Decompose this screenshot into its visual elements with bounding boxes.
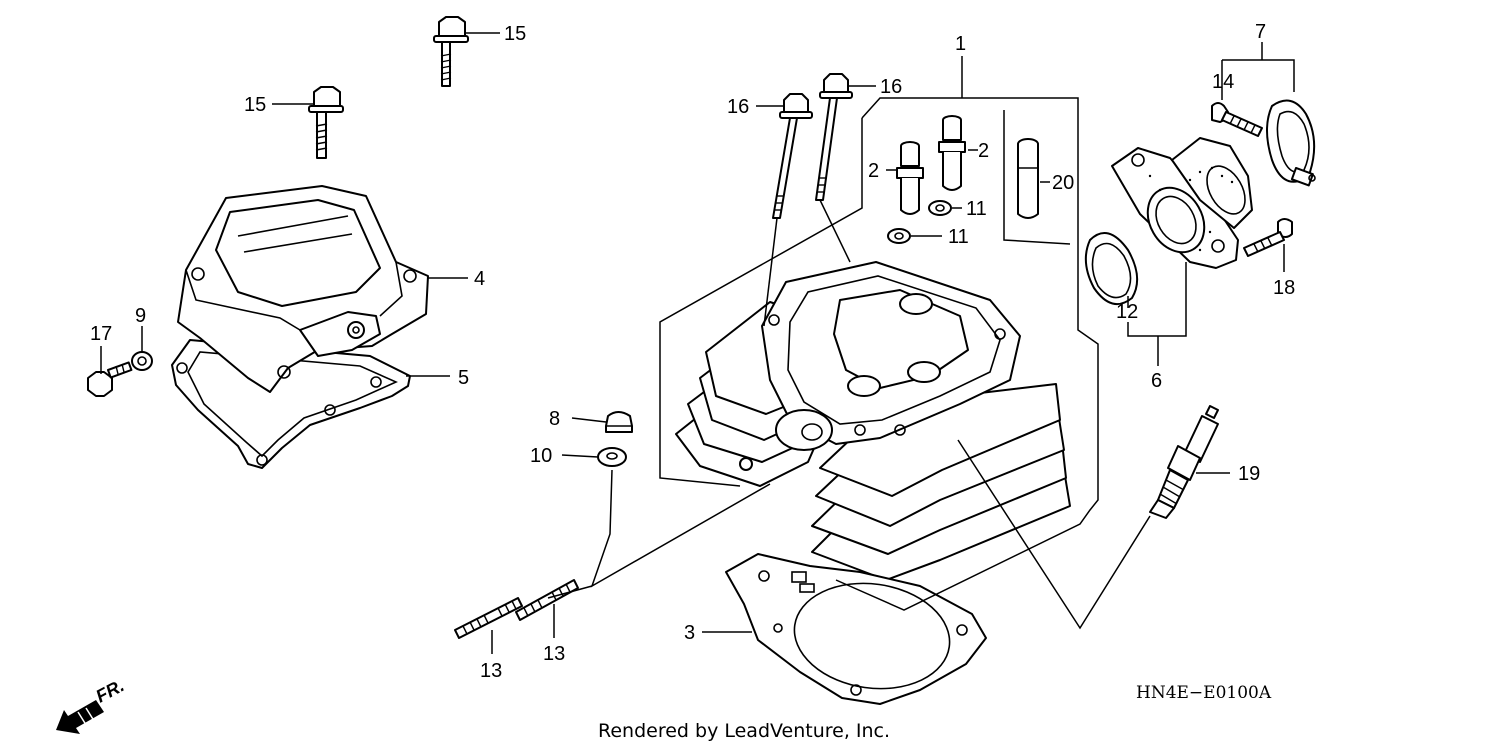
callout-18: 18 — [1273, 277, 1295, 299]
leader-lines — [100, 32, 1295, 654]
carburetor-insulator[interactable] — [1111, 137, 1253, 269]
hose-band-7[interactable] — [1266, 99, 1316, 187]
stud-bolt-13-right[interactable] — [515, 579, 579, 621]
valve-guide-20[interactable] — [1017, 138, 1039, 219]
front-arrow-icon — [56, 700, 104, 734]
callout-11a: 11 — [966, 198, 987, 220]
render-credit: Rendered by LeadVenture, Inc. — [598, 720, 890, 742]
cylinder-head[interactable] — [675, 261, 1071, 581]
callout-3: 3 — [684, 622, 695, 644]
callout-15a: 15 — [504, 23, 526, 45]
callout-15b: 15 — [244, 94, 266, 116]
callout-8: 8 — [549, 408, 560, 430]
callout-1: 1 — [955, 33, 966, 55]
bolt-15-lower[interactable] — [308, 86, 344, 159]
bolt-18[interactable] — [1243, 218, 1293, 257]
washer-10[interactable] — [597, 447, 627, 467]
washer-9[interactable] — [131, 351, 153, 371]
callout-6: 6 — [1151, 370, 1162, 392]
callout-labels: 1 2 2 3 4 5 6 7 8 9 10 11 11 12 13 13 14… — [90, 21, 1295, 682]
callout-17: 17 — [90, 323, 112, 345]
cylinder-head-cover[interactable] — [171, 185, 429, 469]
diagram-code: HN4E−E0100A — [1136, 683, 1272, 703]
callout-12: 12 — [1116, 301, 1138, 323]
callout-9: 9 — [135, 305, 146, 327]
valve-seal-11-upper[interactable] — [928, 200, 952, 216]
cap-nut-8[interactable] — [605, 411, 633, 433]
callout-11b: 11 — [948, 226, 969, 248]
valve-guide-2-right[interactable] — [938, 115, 966, 191]
stud-bolt-13-left[interactable] — [454, 597, 523, 639]
cylinder-head-gasket[interactable] — [725, 553, 987, 705]
front-marker-label: FR. — [92, 675, 127, 706]
callout-13b: 13 — [543, 643, 565, 665]
callout-16a: 16 — [727, 96, 749, 118]
callout-13a: 13 — [480, 660, 502, 682]
o-ring-12[interactable] — [1084, 231, 1139, 306]
callout-10: 10 — [530, 445, 552, 467]
callout-5: 5 — [458, 367, 469, 389]
valve-seal-11-lower[interactable] — [887, 228, 911, 244]
callout-2b: 2 — [978, 140, 989, 162]
callout-20: 20 — [1052, 172, 1074, 194]
front-direction-arrow: FR. — [56, 675, 127, 734]
bolt-14[interactable] — [1211, 102, 1263, 137]
callout-2a: 2 — [868, 160, 879, 182]
flange-bolt-17[interactable] — [87, 361, 133, 397]
spark-plug-19[interactable] — [1149, 405, 1219, 519]
callout-16b: 16 — [880, 76, 902, 98]
callout-14: 14 — [1212, 71, 1234, 93]
callout-4: 4 — [474, 268, 485, 290]
valve-guide-2-left[interactable] — [896, 141, 924, 215]
callout-7: 7 — [1255, 21, 1266, 43]
bolt-16-left[interactable] — [772, 93, 813, 219]
callout-19: 19 — [1238, 463, 1260, 485]
bolt-15-upper[interactable] — [433, 16, 469, 87]
bolt-16-right[interactable] — [815, 73, 853, 201]
